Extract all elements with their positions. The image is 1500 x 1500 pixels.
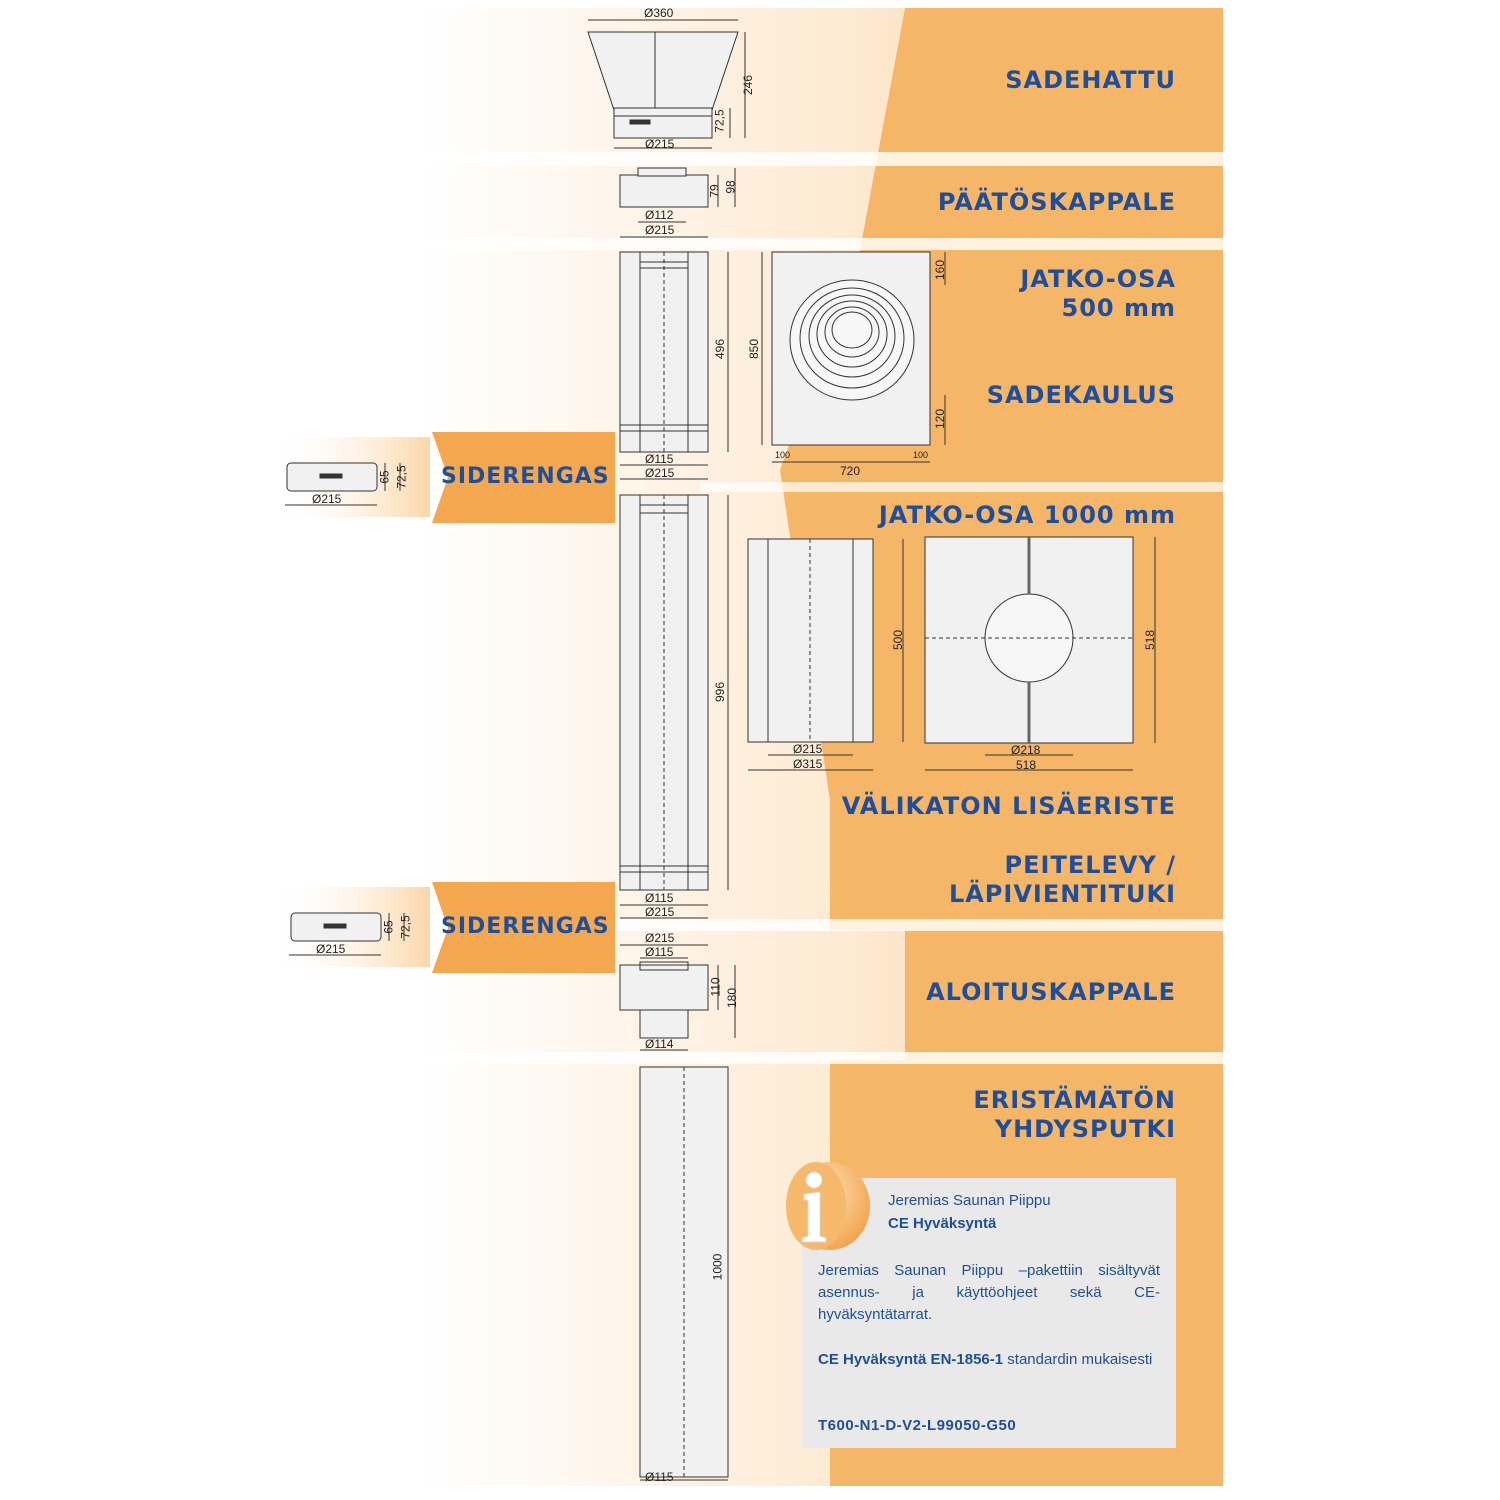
dim-e500-inner: Ø115 — [645, 452, 674, 466]
dim-end-h1: 79 — [707, 184, 722, 198]
sider-tag-2 — [432, 882, 615, 973]
dim-start-h1: 110 — [708, 977, 723, 997]
dim-plate-w: 518 — [1016, 758, 1037, 772]
dim-collar-width: 720 — [840, 464, 861, 478]
dim-start-inner: Ø115 — [645, 945, 674, 959]
dim-ins-height: 500 — [891, 629, 906, 651]
siderengas-label-upper: SIDERENGAS — [441, 464, 610, 489]
title-sadehattu: SADEHATTU — [1005, 66, 1176, 94]
separator-4 — [420, 1052, 1223, 1064]
info-box: Jeremias Saunan Piippu CE Hyväksyntä Jer… — [802, 1178, 1176, 1448]
info-subtitle: CE Hyväksyntä — [888, 1215, 997, 1232]
dim-e500-height: 496 — [713, 338, 728, 360]
title-valikaton: VÄLIKATON LISÄERISTE — [841, 792, 1176, 820]
dim-collar-side-left: 100 — [775, 450, 791, 460]
dim-e500-outer: Ø215 — [645, 466, 675, 480]
dim-collar-bottom: 120 — [933, 408, 948, 430]
start-piece — [619, 964, 709, 1011]
dim-ring2-d: Ø215 — [316, 942, 346, 956]
dim-cap-collar: 72,5 — [712, 109, 727, 133]
title-sadekaulus: SADEKAULUS — [986, 381, 1176, 409]
dim-ring2-h2: 72,5 — [398, 915, 413, 939]
info-icon — [786, 1162, 870, 1250]
dim-cap-height: 246 — [741, 74, 756, 96]
cap-collar — [613, 107, 713, 139]
title-jatko1000: JATKO-OSA 1000 mm — [878, 501, 1176, 529]
dim-ring2-h1: 65 — [381, 920, 396, 934]
dim-collar-side-right: 100 — [913, 450, 929, 460]
title-eristamaton-line1: ERISTÄMÄTÖN — [973, 1086, 1176, 1114]
separator-3 — [420, 919, 1223, 931]
dim-e1000-inner: Ø115 — [645, 891, 674, 905]
title-peitelevy-line2: LÄPIVIENTITUKI — [948, 880, 1176, 908]
title-jatko500-line1: JATKO-OSA — [1020, 265, 1176, 293]
dim-end-h2: 98 — [723, 180, 738, 194]
cap-shape — [587, 31, 739, 111]
info-code: T600-N1-D-V2-L99050-G50 — [818, 1417, 1017, 1434]
separator-1 — [420, 152, 1223, 166]
dim-start-outer: Ø215 — [645, 931, 675, 945]
dim-ins-inner: Ø215 — [793, 742, 823, 756]
dim-ring1-h1: 65 — [377, 470, 392, 484]
dim-collar-top: 160 — [933, 259, 948, 281]
title-paatoskappale: PÄÄTÖSKAPPALE — [937, 188, 1176, 216]
dim-plate-h: 518 — [1143, 629, 1158, 651]
title-jatko500-line2: 500 mm — [1061, 294, 1176, 322]
dim-start-h2: 180 — [725, 987, 740, 1009]
title-peitelevy-line1: PEITELEVY / — [1004, 851, 1176, 879]
dim-end-inner: Ø112 — [645, 208, 674, 222]
dim-ins-outer: Ø315 — [793, 757, 823, 771]
dim-cap-top: Ø360 — [644, 6, 674, 20]
info-ce-bold: CE Hyväksyntä EN-1856-1 — [818, 1351, 1004, 1368]
info-title: Jeremias Saunan Piippu — [888, 1192, 1051, 1209]
dim-ring1-h2: 72,5 — [394, 465, 409, 489]
dim-plate-hole: Ø218 — [1011, 743, 1041, 757]
info-ce: CE Hyväksyntä EN-1856-1 standardin mukai… — [818, 1349, 1160, 1371]
separator-5 — [700, 482, 1223, 492]
dim-collar-height: 850 — [747, 338, 762, 360]
dim-pipe-d: Ø115 — [645, 1470, 674, 1484]
dim-e1000-outer: Ø215 — [645, 905, 675, 919]
dim-end-outer: Ø215 — [645, 223, 675, 237]
title-eristamaton-line2: YHDYSPUTKI — [994, 1115, 1176, 1143]
info-body: Jeremias Saunan Piippu –pakettiin sisält… — [818, 1262, 1160, 1323]
end-piece — [619, 174, 709, 208]
sider-tag-1 — [432, 432, 615, 523]
info-ce-rest: standardin mukaisesti — [1007, 1351, 1153, 1368]
dim-start-bottom: Ø114 — [645, 1037, 674, 1051]
title-aloituskappale: ALOITUSKAPPALE — [926, 978, 1176, 1006]
siderengas-label-lower: SIDERENGAS — [441, 914, 610, 939]
dim-cap-bottom: Ø215 — [645, 137, 675, 151]
separator-2 — [420, 238, 1223, 250]
dim-pipe-height: 1000 — [710, 1253, 725, 1281]
dim-ring1-d: Ø215 — [312, 492, 342, 506]
dim-e1000-height: 996 — [713, 681, 728, 703]
